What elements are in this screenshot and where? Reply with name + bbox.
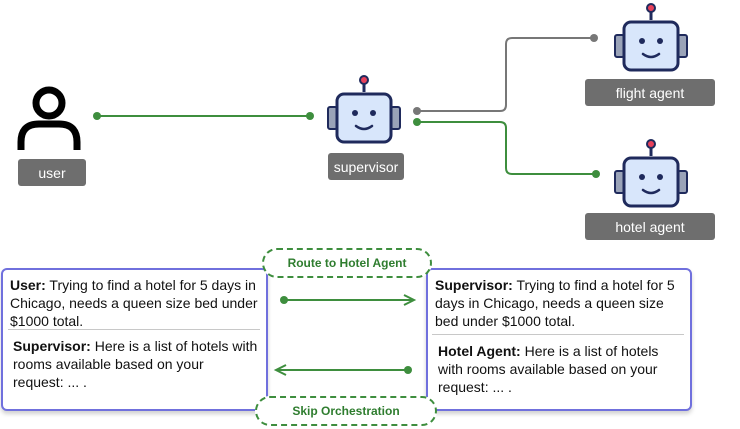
connections <box>93 34 600 178</box>
left-msg2-speaker: Supervisor: <box>13 338 91 354</box>
right-hotel-agent-message: Hotel Agent: Here is a list of hotels wi… <box>438 342 683 396</box>
flight-line-end-dot <box>590 34 598 42</box>
hotel-agent-robot-icon <box>614 139 688 208</box>
supervisor-to-flight-line <box>417 37 594 112</box>
supervisor-line-dot <box>306 112 314 120</box>
hotel-agent-label: hotel agent <box>585 213 715 240</box>
left-msg2-text: Here is a list of hotels with rooms avai… <box>13 338 258 390</box>
right-msg1-speaker: Supervisor: <box>435 277 513 293</box>
right-msg2-text: Here is a list of hotels with rooms avai… <box>438 343 659 395</box>
skip-orchestration-pill: Skip Orchestration <box>255 396 437 426</box>
arrow-right <box>280 294 417 306</box>
supervisor-label: supervisor <box>328 153 404 180</box>
user-icon <box>17 86 81 150</box>
left-panel-divider <box>8 329 260 330</box>
left-conversation-panel <box>1 268 268 411</box>
left-msg1-text: Trying to find a hotel for 5 days in Chi… <box>10 277 258 329</box>
right-msg1-text: Trying to find a hotel for 5 days in Chi… <box>435 277 675 329</box>
flight-line-start-dot <box>413 107 421 115</box>
supervisor-to-hotel-line <box>417 121 596 175</box>
flight-agent-robot-icon <box>614 3 688 72</box>
right-msg2-speaker: Hotel Agent: <box>438 343 521 359</box>
route-to-hotel-agent-pill: Route to Hotel Agent <box>262 248 432 278</box>
hotel-line-end-dot <box>592 170 600 178</box>
left-msg1-speaker: User: <box>10 277 46 293</box>
right-supervisor-message: Supervisor: Trying to find a hotel for 5… <box>435 276 685 330</box>
arrow-left <box>273 364 412 376</box>
right-panel-divider <box>432 334 684 335</box>
supervisor-robot-icon <box>327 75 401 144</box>
user-label: user <box>18 159 86 186</box>
flight-agent-label: flight agent <box>585 79 715 106</box>
left-user-message: User: Trying to find a hotel for 5 days … <box>10 276 260 330</box>
right-conversation-panel <box>426 268 692 411</box>
left-supervisor-message: Supervisor: Here is a list of hotels wit… <box>13 337 258 391</box>
user-line-dot <box>93 112 101 120</box>
hotel-line-start-dot <box>413 118 421 126</box>
